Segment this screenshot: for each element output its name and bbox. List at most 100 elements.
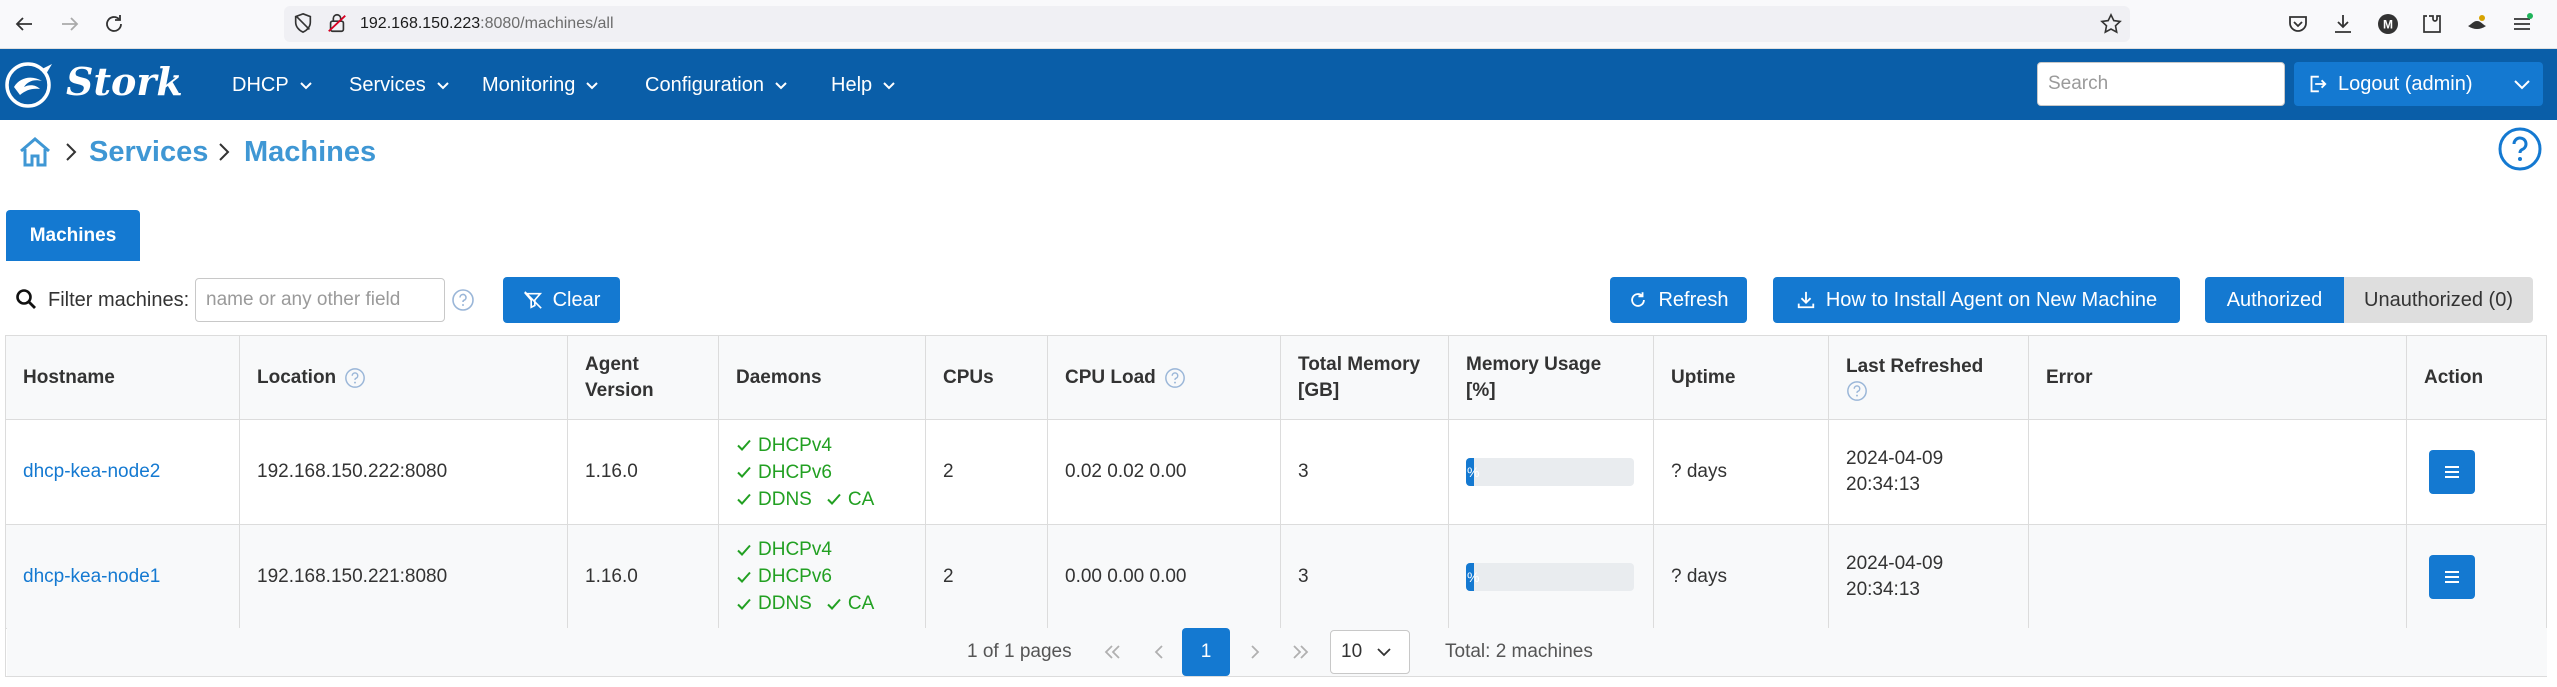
stork-logo-icon[interactable]: [2, 60, 58, 110]
row-actions-button[interactable]: [2429, 450, 2475, 494]
next-page-icon[interactable]: [1243, 640, 1267, 664]
help-question-icon[interactable]: [2497, 126, 2543, 172]
column-memory-usage-label-line1: Memory Usage: [1466, 353, 1602, 375]
pocket-icon[interactable]: [2286, 12, 2310, 36]
authorized-toggle-button[interactable]: Authorized: [2205, 277, 2344, 323]
memory-usage-bar: %: [1466, 458, 1634, 486]
column-header-error[interactable]: Error: [2029, 336, 2407, 419]
menu-hamburger-icon[interactable]: [2510, 12, 2534, 36]
insecure-lock-icon[interactable]: [326, 12, 348, 34]
column-header-cpu-load[interactable]: CPU Load: [1048, 336, 1281, 419]
column-header-last-refreshed[interactable]: Last Refreshed: [1829, 336, 2029, 419]
help-question-icon[interactable]: [1164, 367, 1186, 389]
extensions-icon[interactable]: [2420, 12, 2444, 36]
bookmark-star-icon[interactable]: [2099, 12, 2123, 36]
refresh-label: Refresh: [1658, 288, 1729, 311]
column-header-memory-usage[interactable]: Memory Usage[%]: [1449, 336, 1654, 419]
daemon-item[interactable]: DHCPv4: [736, 432, 874, 459]
install-agent-button[interactable]: How to Install Agent on New Machine: [1773, 277, 2180, 323]
page-1-button[interactable]: 1: [1182, 628, 1230, 676]
help-question-icon[interactable]: [451, 288, 475, 312]
daemon-label: DDNS: [758, 488, 812, 510]
logout-button[interactable]: Logout (admin): [2294, 62, 2543, 106]
menu-configuration[interactable]: Configuration: [645, 68, 788, 102]
column-header-action: Action: [2407, 336, 2546, 419]
daemon-item[interactable]: DHCPv6: [736, 459, 874, 486]
location-cell: 192.168.150.221:8080: [257, 565, 448, 587]
url-text: 192.168.150.223:8080/machines/all: [360, 12, 614, 36]
menu-monitoring[interactable]: Monitoring: [482, 68, 599, 102]
reload-icon[interactable]: [102, 12, 126, 36]
column-header-total-memory[interactable]: Total Memory[GB]: [1281, 336, 1449, 419]
tab-machines[interactable]: Machines: [6, 210, 140, 261]
uptime-cell: ? days: [1671, 461, 1727, 482]
column-header-uptime[interactable]: Uptime: [1654, 336, 1829, 419]
menu-dhcp[interactable]: DHCP: [232, 68, 313, 102]
total-memory-cell: 3: [1298, 565, 1309, 587]
first-page-icon[interactable]: [1100, 640, 1124, 664]
hostname-link[interactable]: dhcp-kea-node2: [23, 461, 161, 482]
rows-per-page-select[interactable]: 10: [1330, 630, 1410, 674]
breadcrumb-services[interactable]: Services: [89, 136, 209, 168]
daemon-item[interactable]: DHCPv6: [736, 563, 874, 590]
account-avatar-icon[interactable]: M: [2376, 12, 2400, 36]
svg-text:M: M: [2383, 18, 2393, 32]
column-header-daemons[interactable]: Daemons: [719, 336, 926, 419]
download-icon[interactable]: [2331, 12, 2355, 36]
chevron-down-icon: [436, 82, 449, 90]
column-header-hostname[interactable]: Hostname: [6, 336, 240, 419]
column-header-location[interactable]: Location: [240, 336, 568, 419]
daemon-item[interactable]: DHCPv4: [736, 536, 874, 563]
back-arrow-icon[interactable]: [12, 12, 36, 36]
row-actions-button[interactable]: [2429, 554, 2475, 599]
filter-machines-input[interactable]: [195, 278, 445, 322]
chevron-down-icon: [775, 82, 787, 90]
check-icon: [737, 571, 751, 583]
forward-arrow-icon[interactable]: [58, 12, 82, 36]
refresh-button[interactable]: Refresh: [1610, 277, 1747, 323]
check-icon: [827, 598, 841, 610]
menu-monitoring-label: Monitoring: [482, 74, 576, 96]
global-search-input[interactable]: [2037, 62, 2285, 106]
breadcrumb-machines[interactable]: Machines: [244, 136, 377, 168]
home-icon[interactable]: [18, 136, 52, 168]
column-action-label: Action: [2424, 366, 2484, 388]
check-icon: [737, 598, 751, 610]
hostname-link[interactable]: dhcp-kea-node1: [23, 565, 161, 587]
column-header-cpus[interactable]: CPUs: [926, 336, 1048, 419]
menu-services[interactable]: Services: [349, 68, 450, 102]
last-refreshed-time: 20:34:13: [1846, 474, 1920, 495]
table-row: [6, 420, 2546, 524]
last-page-icon[interactable]: [1289, 640, 1313, 664]
check-icon: [827, 493, 841, 505]
last-refreshed-date: 2024-04-09: [1846, 448, 1944, 469]
column-daemons-label: Daemons: [736, 366, 822, 388]
address-bar[interactable]: [284, 6, 2130, 42]
chevron-down-icon[interactable]: [2512, 74, 2532, 94]
menu-help[interactable]: Help: [831, 68, 896, 102]
unauthorized-toggle-button[interactable]: Unauthorized (0): [2344, 277, 2533, 323]
check-icon: [737, 439, 751, 451]
brand-name[interactable]: Stork: [66, 59, 183, 104]
refresh-icon: [1631, 292, 1646, 307]
column-error-label: Error: [2046, 366, 2093, 388]
tracking-shield-icon[interactable]: [292, 12, 314, 34]
disguise-extension-icon[interactable]: [2465, 12, 2489, 36]
bars-menu-icon: [2445, 570, 2459, 583]
chevron-right-icon: [213, 141, 235, 163]
page-report: 1 of 1 pages: [967, 641, 1072, 662]
check-icon: [737, 544, 751, 556]
prev-page-icon[interactable]: [1147, 640, 1171, 664]
menu-dhcp-label: DHCP: [232, 74, 289, 96]
help-question-icon[interactable]: [1846, 380, 1868, 402]
filter-slash-icon: [523, 291, 542, 309]
help-question-icon[interactable]: [344, 367, 366, 389]
menu-help-label: Help: [831, 74, 873, 96]
clear-filter-button[interactable]: Clear: [503, 277, 620, 323]
